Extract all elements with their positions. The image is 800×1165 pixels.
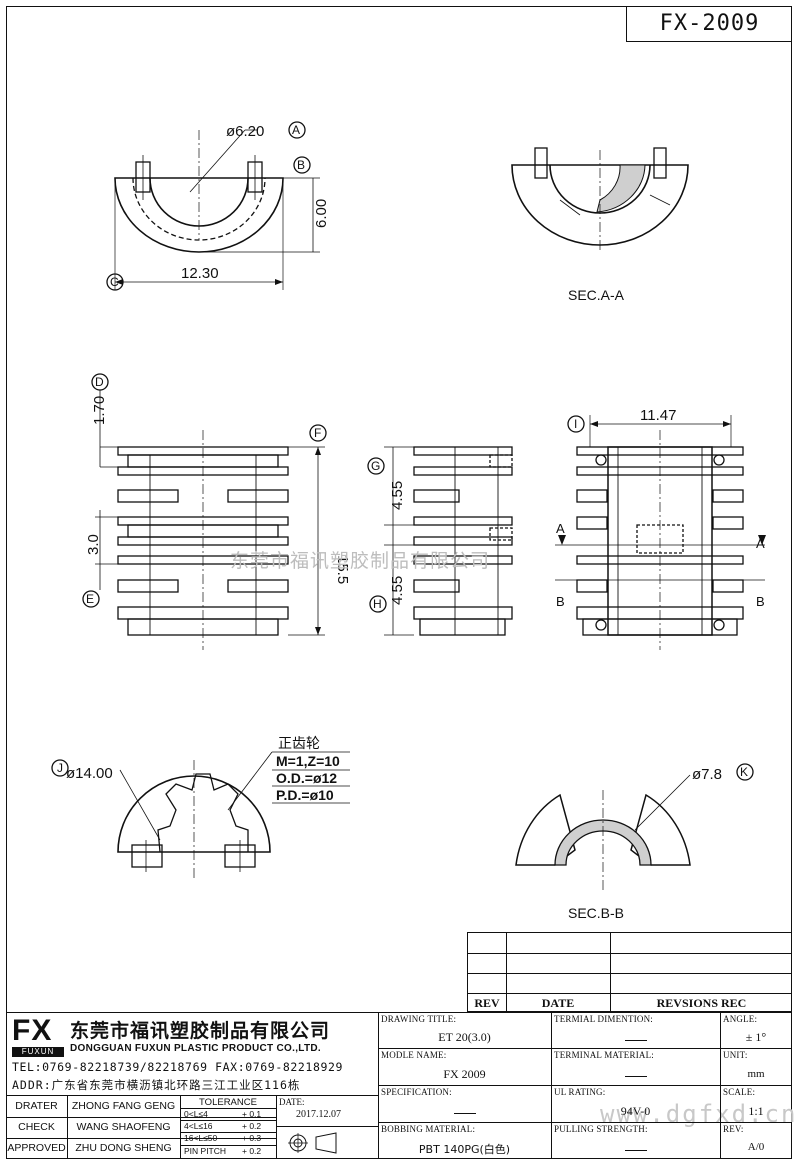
callout-b: B	[297, 158, 305, 172]
dim-k: ø7.8	[692, 766, 722, 783]
dim-j: ø14.00	[66, 765, 113, 782]
bobbin-material: PBT 140PG(白色)	[418, 1143, 511, 1156]
dim-d: 1.70	[91, 396, 108, 425]
angle-tolerance: ± 1°	[745, 1030, 767, 1044]
scale-cell: SCALE: 1:1	[720, 1085, 792, 1122]
model-name: FX 2009	[443, 1067, 486, 1081]
cut-a-right: A	[756, 536, 765, 551]
tolerance-range-3: 16<L≤50	[184, 1133, 218, 1143]
drawing-title-cell: DRAWING TITLE: ET 20(3.0)	[378, 1012, 551, 1048]
revision-table: REV DATE REVSIONS REC	[467, 932, 792, 1012]
cut-a-left: A	[556, 521, 565, 536]
tolerance-header: TOLERANCE	[199, 1097, 257, 1108]
tolerance-range-2: 4<L≤16	[184, 1121, 213, 1131]
tolerance-value-3: + 0.3	[242, 1133, 262, 1143]
dim-f: 15.5	[334, 555, 351, 584]
date-label: DATE:	[279, 1097, 305, 1107]
watermark-site: www.dgfxd.cn	[600, 1100, 798, 1128]
company-tel: TEL:0769-82218739/82218769 FAX:0769-8221…	[12, 1060, 344, 1074]
callout-e: E	[86, 592, 94, 606]
drawing-title: ET 20(3.0)	[438, 1030, 491, 1044]
checker-label: CHECK	[18, 1121, 55, 1133]
dim-e: 3.0	[85, 534, 102, 555]
front-view	[95, 390, 325, 650]
gear-note-line1: M=1,Z=10	[276, 753, 340, 769]
company-name-cn: 东莞市福讯塑胶制品有限公司	[70, 1020, 331, 1042]
section-a-a-label: SEC.A-A	[568, 287, 625, 303]
drawing-number: FX-2009	[626, 6, 792, 42]
approver-label: APPROVED	[7, 1142, 66, 1154]
unit-cell: UNIT: mm	[720, 1048, 792, 1085]
callout-a: A	[292, 123, 300, 137]
ul-rating: 94V-0	[620, 1104, 651, 1118]
watermark-text: 东莞市福讯塑胶制品有限公司	[230, 551, 491, 572]
terminal-material-cell: TERMINAL MATERIAL:	[551, 1048, 720, 1085]
callout-d: D	[95, 375, 104, 389]
dim-i: 11.47	[640, 407, 676, 424]
callout-h: H	[373, 597, 382, 611]
callout-k: K	[740, 765, 748, 779]
revisions-col-header: REVSIONS REC	[656, 995, 747, 1010]
tolerance-value-2: + 0.2	[242, 1121, 262, 1131]
gear-note-line2: O.D.=ø12	[276, 770, 337, 786]
drafter-name: ZHONG FANG GENG	[71, 1100, 176, 1112]
approver-name: ZHU DONG SHENG	[75, 1142, 172, 1154]
company-logo: FX FUXUN	[12, 1016, 64, 1057]
back-view	[555, 415, 766, 650]
rev-col-header: REV	[474, 995, 500, 1010]
dimension-text: ø6.20 6.00 12.30 1.70 3.0 15.5 4.55 4.55…	[66, 123, 765, 921]
bobbin-material-cell: BOBBING MATERIAL: PBT 140PG(白色)	[378, 1122, 551, 1159]
date-col-header: DATE	[541, 995, 575, 1010]
side-view	[384, 446, 513, 636]
drawing-date: 2017.12.07	[296, 1109, 341, 1120]
unit: mm	[747, 1068, 765, 1080]
drawing-frame	[6, 6, 792, 1159]
company-name-en: DONGGUAN FUXUN PLASTIC PRODUCT CO.,LTD.	[70, 1043, 321, 1054]
dim-a: ø6.20	[226, 123, 264, 140]
tolerance-range-4: PIN PITCH	[184, 1146, 227, 1156]
top-view	[114, 129, 320, 290]
section-b-b-view	[515, 774, 691, 890]
revision-cell: REV: A/0	[720, 1122, 792, 1159]
gear-view	[117, 751, 350, 880]
gear-note-title: 正齿轮	[278, 736, 320, 752]
pulling-strength-cell: PULLING STRENGTH:	[551, 1122, 720, 1159]
gear-note-line3: P.D.=ø10	[276, 787, 334, 803]
title-block	[6, 1012, 792, 1159]
angle-cell: ANGLE: ± 1°	[720, 1012, 792, 1048]
drafter-label: DRATER	[15, 1100, 58, 1112]
scale: 1:1	[748, 1104, 764, 1118]
ul-rating-cell: UL RATING: 94V-0	[551, 1085, 720, 1122]
dim-g: 4.55	[389, 481, 406, 510]
dim-h: 4.55	[389, 576, 406, 605]
projection-symbol-icon	[288, 1132, 337, 1154]
revision: A/0	[747, 1141, 765, 1153]
dim-b: 6.00	[313, 199, 330, 228]
section-b-b-label: SEC.B-B	[568, 905, 624, 921]
section-a-a-view	[511, 147, 689, 250]
terminal-dimension-cell: TERMIAL DIMENTION:	[551, 1012, 720, 1048]
cut-b-left: B	[556, 594, 565, 609]
cut-b-right: B	[756, 594, 765, 609]
dim-c: 12.30	[181, 265, 219, 282]
tolerance-value-1: + 0.1	[242, 1109, 262, 1119]
callout-c: C	[110, 275, 119, 289]
callout-g: G	[371, 459, 380, 473]
tolerance-range-1: 0<L≤4	[184, 1109, 208, 1119]
tolerance-value-4: + 0.2	[242, 1146, 262, 1156]
callout-f: F	[314, 426, 321, 440]
callout-i: I	[574, 417, 577, 431]
company-address: ADDR:广东省东莞市横沥镇北环路三江工业区116栋	[12, 1078, 301, 1092]
checker-name: WANG SHAOFENG	[76, 1121, 171, 1133]
callouts: A B C D E F G H I J K	[51, 121, 754, 781]
specification-cell: SPECIFICATION:	[378, 1085, 551, 1122]
model-name-cell: MODLE NAME: FX 2009	[378, 1048, 551, 1085]
callout-j: J	[57, 761, 63, 775]
